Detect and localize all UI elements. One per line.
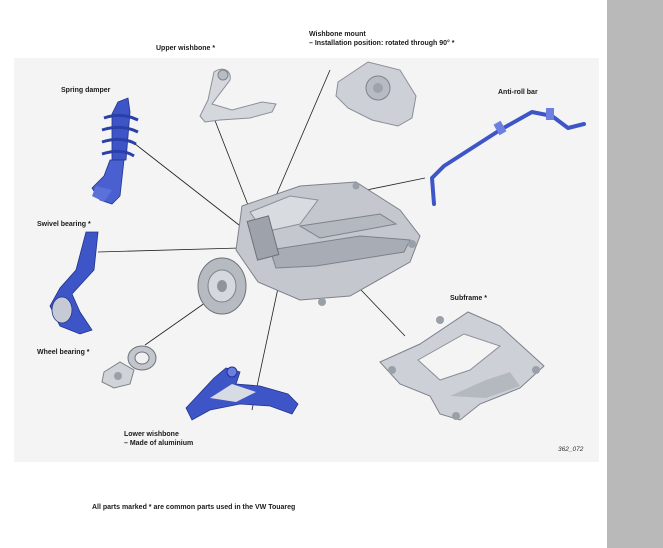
label-spring-damper: Spring damper (61, 87, 111, 94)
subframe-part (379, 311, 545, 421)
document-page: Upper wishbone * Wishbone mount – Instal… (14, 30, 599, 511)
label-wishbone-mount-note: – Installation position: rotated through… (309, 40, 455, 47)
suspension-illustration (49, 61, 586, 421)
label-subframe: Subframe * (450, 295, 487, 302)
wheel-bearing-part (101, 345, 157, 389)
lower-wishbone-part (185, 366, 299, 421)
label-anti-roll-bar: Anti-roll bar (498, 89, 538, 96)
spring-damper-part (91, 97, 139, 205)
label-wishbone-mount-title: Wishbone mount (309, 31, 366, 38)
axle-assembly (197, 181, 421, 315)
upper-wishbone-part (199, 68, 277, 123)
label-lower-wishbone: Lower wishbone – Made of aluminium (124, 430, 193, 448)
page-margin-bar (607, 0, 663, 548)
figure-id: 362_072 (558, 446, 584, 453)
anti-roll-bar-part (430, 108, 586, 206)
footer-note: All parts marked * are common parts used… (92, 504, 296, 511)
wishbone-mount-part (335, 61, 417, 127)
label-lower-wishbone-title: Lower wishbone (124, 431, 179, 438)
label-swivel-bearing: Swivel bearing * (37, 221, 91, 228)
label-upper-wishbone: Upper wishbone * (156, 45, 216, 52)
label-wheel-bearing: Wheel bearing * (37, 349, 90, 356)
swivel-bearing-part (49, 231, 99, 335)
label-lower-wishbone-note: – Made of aluminium (124, 440, 194, 447)
label-wishbone-mount: Wishbone mount – Installation position: … (309, 30, 455, 48)
